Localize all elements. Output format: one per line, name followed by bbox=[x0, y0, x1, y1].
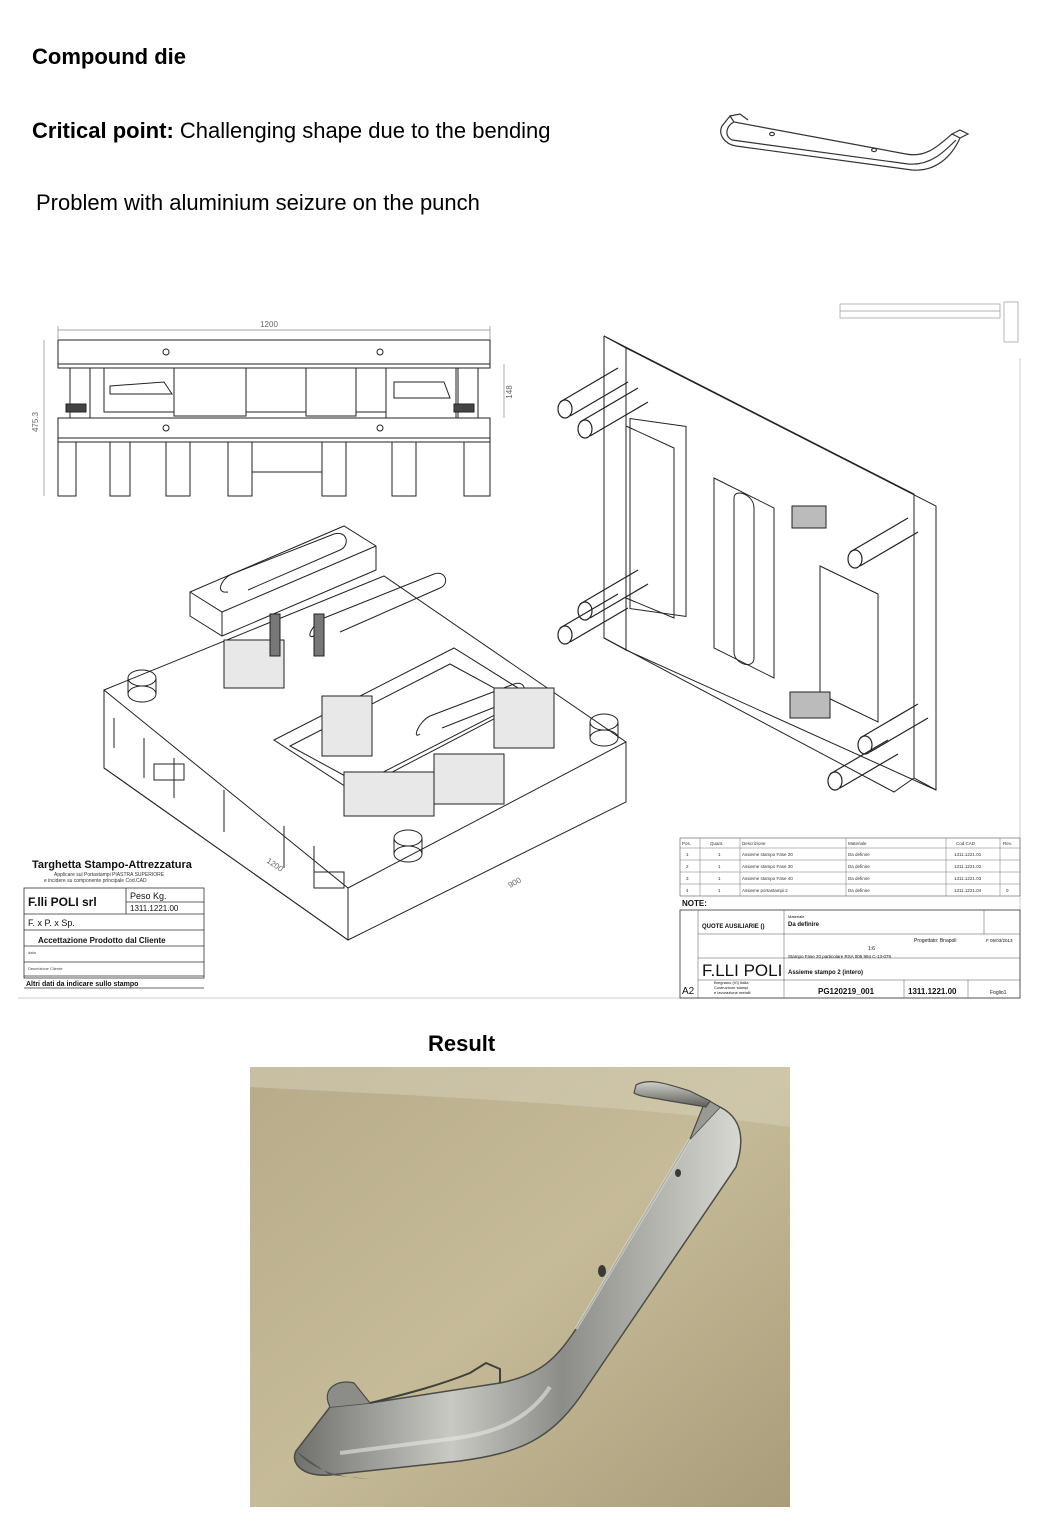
bom-cell: 1311.1221.02 bbox=[954, 864, 982, 869]
critical-point-text: Challenging shape due to the bending bbox=[173, 118, 551, 143]
bom-header-quant: Quant. bbox=[710, 841, 724, 846]
bom-header-rev: Rev. bbox=[1003, 841, 1012, 846]
dim-height-right: 148 bbox=[505, 385, 514, 399]
tb-note: NOTE: bbox=[682, 899, 707, 908]
plate-title: Targhetta Stampo-Attrezzatura bbox=[32, 859, 193, 871]
bom-table: Pos. Quant. Descrizione Materiale Cod.CA… bbox=[679, 837, 1021, 897]
bom-cell: 1 bbox=[718, 864, 721, 869]
plate-acceptance: Accettazione Prodotto dal Cliente bbox=[38, 936, 166, 945]
dim-iso-b: 900 bbox=[507, 875, 523, 889]
tb-material-label: Materiale bbox=[788, 914, 805, 919]
bom-cell: 4 bbox=[686, 888, 689, 893]
bom-cell: Da definire bbox=[848, 876, 870, 881]
lower-die-view bbox=[103, 525, 627, 941]
tb-material: Da definire bbox=[788, 922, 820, 928]
bom-cell: 1 bbox=[686, 852, 689, 857]
plate-fxp: F. x P. x Sp. bbox=[28, 918, 75, 928]
title-block: NOTE: QUOTE AUSILIARIE () Materiale Da d… bbox=[679, 899, 1021, 999]
bom-cell: 1311.1221.01 bbox=[954, 852, 982, 857]
page-title: Compound die bbox=[32, 44, 186, 69]
tb-project: Stampo Fase 20 particolare RSA 006 994 C… bbox=[788, 954, 892, 959]
critical-point-label: Critical point: bbox=[32, 118, 174, 143]
technical-drawing: 1200 475.3 148 bbox=[18, 301, 1021, 999]
dim-height-left: 475.3 bbox=[31, 411, 40, 432]
tb-quote: QUOTE AUSILIARIE () bbox=[702, 924, 764, 930]
tb-format: A2 bbox=[682, 986, 695, 997]
bom-cell: 1 bbox=[718, 852, 721, 857]
bom-cell: 1311.1221.04 bbox=[954, 888, 982, 893]
plate-line1: data bbox=[28, 950, 37, 955]
tb-scale: 1:6 bbox=[868, 946, 875, 952]
bom-cell: 1 bbox=[718, 876, 721, 881]
tb-date: F 05/03/2013 bbox=[986, 938, 1013, 943]
tb-company-sub2: Costruzione stampi bbox=[714, 985, 748, 990]
tb-code: 1311.1221.00 bbox=[908, 987, 957, 996]
part-thumbnail-sketch bbox=[720, 113, 970, 171]
bom-header-material: Materiale bbox=[848, 841, 867, 846]
bom-header-code: Cod.CAD bbox=[956, 841, 976, 846]
dim-width: 1200 bbox=[260, 320, 278, 329]
tb-order: PG120219_001 bbox=[818, 987, 875, 996]
dim-iso-a: 1200 bbox=[265, 856, 285, 874]
upper-die-view bbox=[557, 335, 937, 793]
bom-cell: 1 bbox=[718, 888, 721, 893]
tb-drawn-by: Progettato: Bnapoli bbox=[914, 938, 957, 944]
problem-text: Problem with aluminium seizure on the pu… bbox=[36, 190, 480, 215]
bom-cell: Da definire bbox=[848, 864, 870, 869]
plate-weight-value: 1311.1221.00 bbox=[130, 904, 179, 913]
bom-cell: Da definire bbox=[848, 852, 870, 857]
plate-company: F.lli POLI srl bbox=[28, 895, 97, 909]
bom-cell: Assieme stampo Fase 20 bbox=[742, 852, 793, 857]
bom-cell: Assieme stampo Fase 30 bbox=[742, 864, 793, 869]
bom-cell: 1311.1221.03 bbox=[954, 876, 982, 881]
plate-other: Altri dati da indicare sullo stampo bbox=[26, 981, 138, 988]
tb-company: F.LLI POLI bbox=[702, 961, 782, 980]
bom-cell: Assieme stampo Fase 40 bbox=[742, 876, 793, 881]
tb-sheet: Foglio1 bbox=[990, 990, 1007, 996]
plate-sub1: Applicare sul Portastampi PIASTRA SUPERI… bbox=[54, 872, 165, 878]
tb-company-sub1: Bregnano (VI) Italia bbox=[714, 980, 749, 985]
bom-cell: Assieme portastampi 2 bbox=[742, 888, 788, 893]
result-label: Result bbox=[428, 1031, 496, 1056]
bom-header-desc: Descrizione bbox=[742, 841, 766, 846]
bom-cell: Da definire bbox=[848, 888, 870, 893]
front-view bbox=[57, 339, 491, 497]
tb-drawing-title: Assieme stampo 2 (intero) bbox=[788, 970, 863, 976]
plate-weight-label: Peso Kg. bbox=[130, 891, 167, 901]
plate-line2: Descrizione Cliente bbox=[28, 966, 63, 971]
bom-cell: 3 bbox=[686, 876, 689, 881]
result-photo bbox=[250, 1067, 790, 1507]
tb-company-sub3: e lavorazione metalli bbox=[714, 990, 751, 995]
bom-cell: 0 bbox=[1006, 888, 1009, 893]
bom-header-pos: Pos. bbox=[682, 841, 691, 846]
plate-sub2: e incidere su componente principale Cod.… bbox=[44, 878, 147, 884]
bom-cell: 2 bbox=[686, 864, 689, 869]
critical-point-line: Critical point: Challenging shape due to… bbox=[32, 118, 551, 144]
die-nameplate: Targhetta Stampo-Attrezzatura Applicare … bbox=[23, 859, 205, 989]
